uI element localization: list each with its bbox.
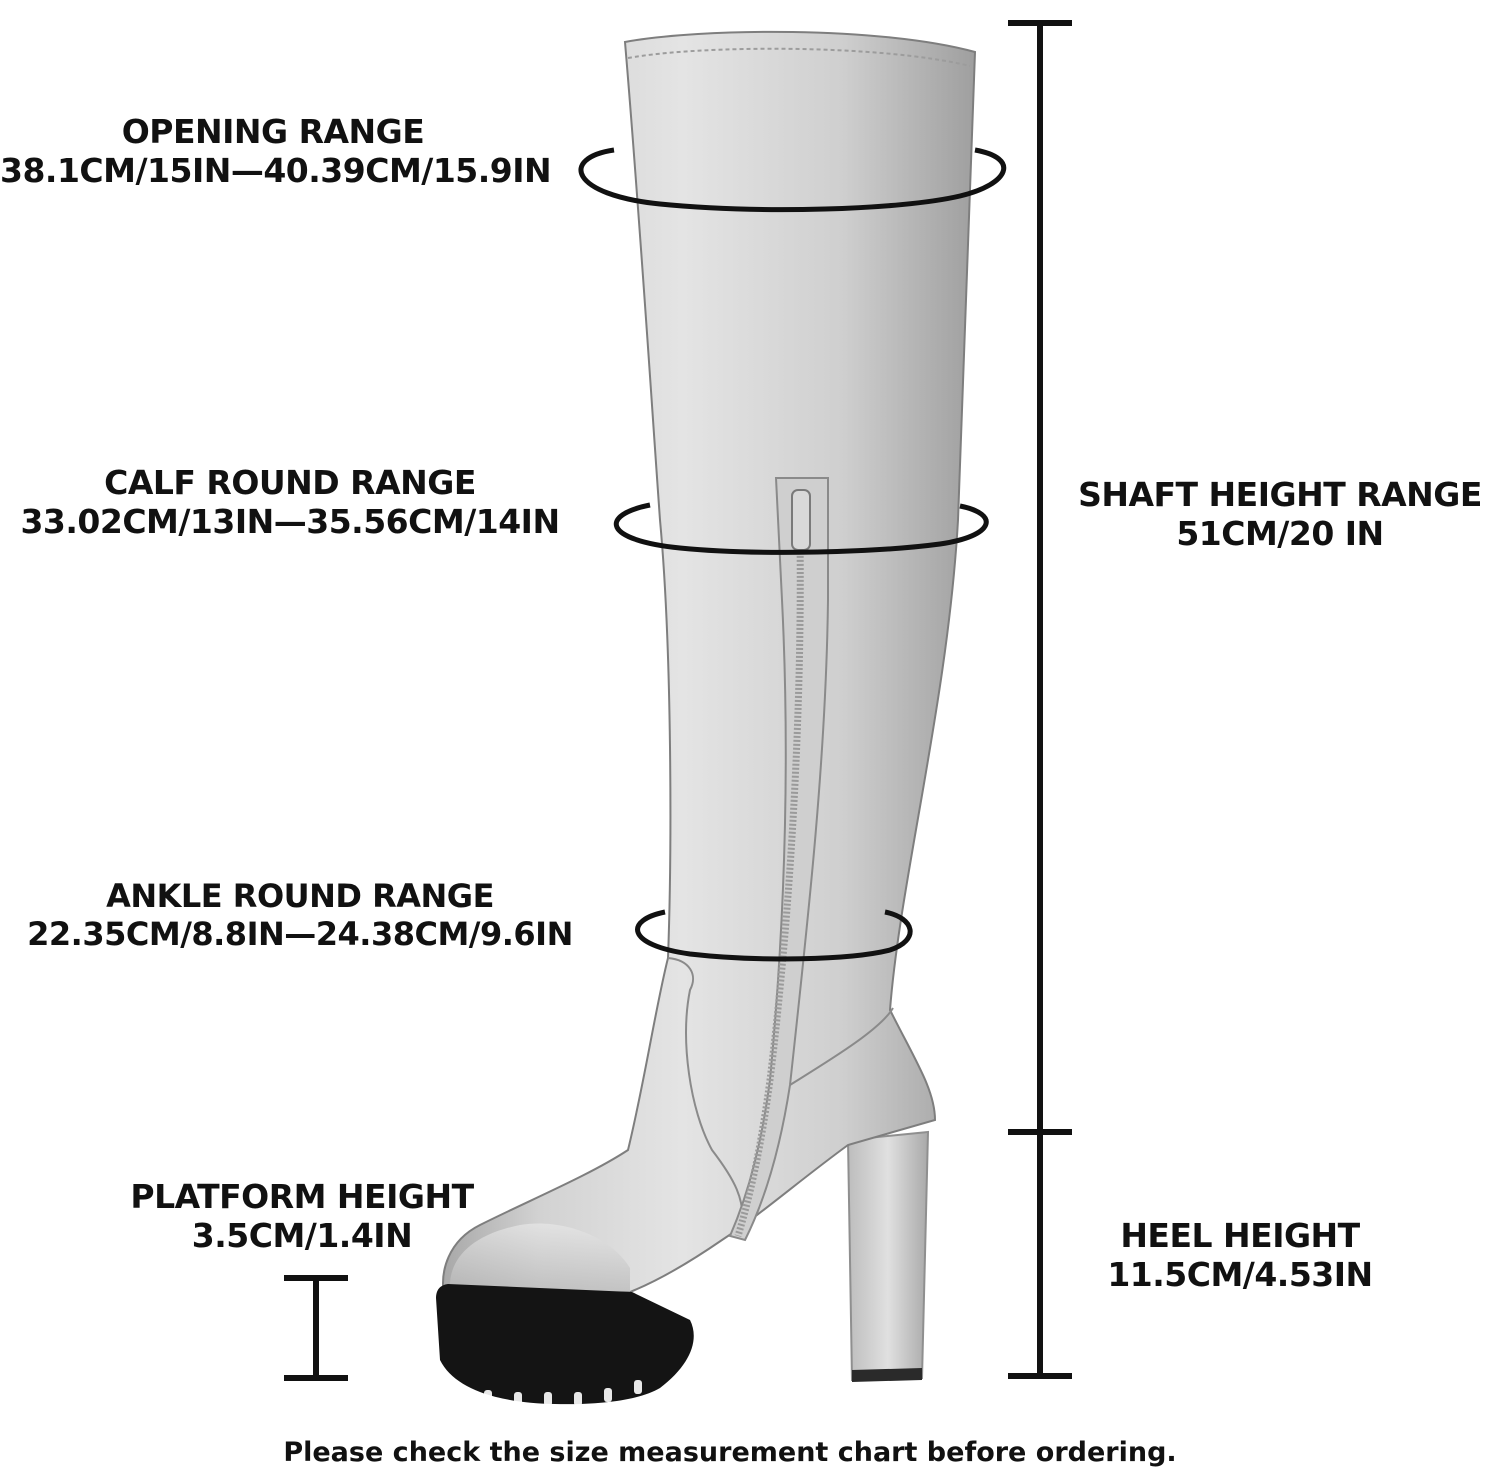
- heel-height-value: 11.5CM/4.53IN: [1107, 1254, 1373, 1294]
- boot-shaft: [442, 30, 977, 1302]
- calf-round-value: 33.02CM/13IN—35.56CM/14IN: [20, 501, 560, 541]
- opening-range-label: OPENING RANGE 38.1CM/15IN—40.39CM/15.9IN: [0, 112, 552, 191]
- calf-round-label: CALF ROUND RANGE 33.02CM/13IN—35.56CM/14…: [0, 463, 580, 542]
- boot-illustration: [436, 30, 977, 1406]
- calf-round-title: CALF ROUND RANGE: [104, 463, 476, 502]
- opening-ring: [578, 147, 1007, 213]
- opening-range-title: OPENING RANGE: [121, 112, 425, 151]
- calf-ring: [613, 502, 989, 555]
- opening-range-value: 38.1CM/15IN—40.39CM/15.9IN: [0, 150, 552, 190]
- measurement-rings: [578, 147, 1007, 962]
- footnote: Please check the size measurement chart …: [283, 1437, 1177, 1468]
- zipper: [728, 477, 829, 1242]
- platform-height-title: PLATFORM HEIGHT: [130, 1177, 474, 1216]
- heel-height-title: HEEL HEIGHT: [1120, 1216, 1360, 1255]
- platform-height-label: PLATFORM HEIGHT 3.5CM/1.4IN: [100, 1177, 504, 1256]
- ankle-round-value: 22.35CM/8.8IN—24.38CM/9.6IN: [27, 914, 573, 953]
- shaft-height-label: SHAFT HEIGHT RANGE 51CM/20 IN: [1050, 475, 1500, 554]
- platform-height-value: 3.5CM/1.4IN: [191, 1215, 413, 1255]
- platform-sole: [436, 1284, 694, 1405]
- platform-height-line: [284, 1275, 348, 1381]
- ankle-ring: [635, 909, 913, 962]
- shaft-height-value: 51CM/20 IN: [1176, 513, 1384, 553]
- heel-block: [846, 1130, 930, 1382]
- ankle-round-title: ANKLE ROUND RANGE: [106, 877, 494, 915]
- heel-height-label: HEEL HEIGHT 11.5CM/4.53IN: [1060, 1216, 1420, 1295]
- ankle-round-label: ANKLE ROUND RANGE 22.35CM/8.8IN—24.38CM/…: [0, 877, 600, 954]
- shaft-height-line: [1008, 20, 1072, 1379]
- shaft-height-title: SHAFT HEIGHT RANGE: [1078, 475, 1482, 514]
